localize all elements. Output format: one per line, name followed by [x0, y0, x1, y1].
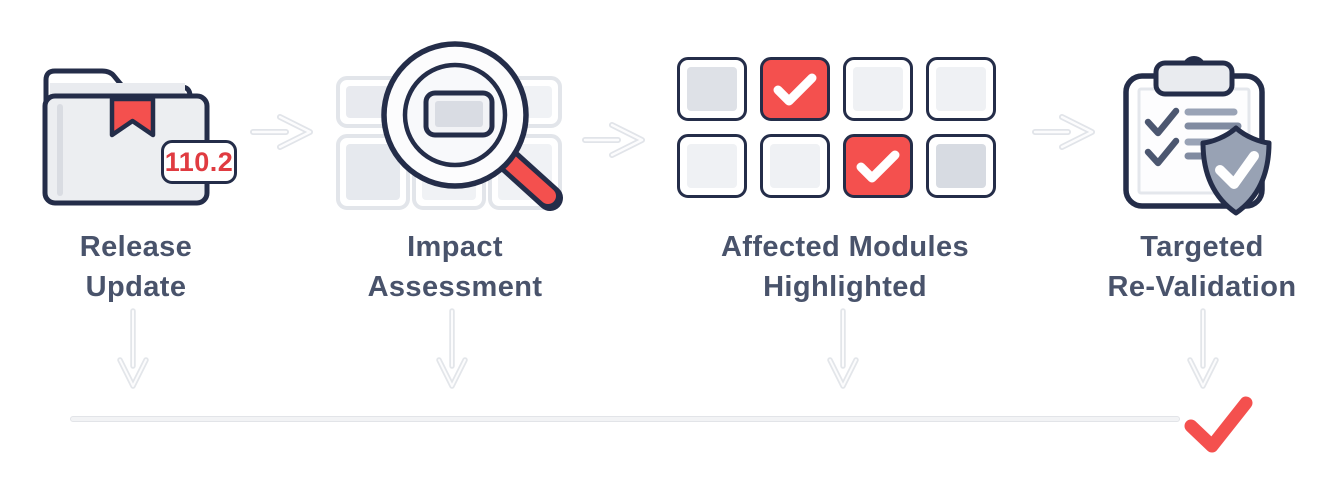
stage-label-line: Affected Modules: [720, 231, 970, 263]
bookmark-ribbon-icon: [109, 96, 156, 138]
clipboard-shield-icon: [1123, 56, 1272, 216]
folder-release-icon: [42, 68, 210, 206]
stage-label-line: Targeted: [1140, 231, 1264, 263]
checklist-check-icon: [1144, 107, 1180, 137]
timeline-line: [70, 416, 1180, 422]
module-tile-content: [770, 144, 820, 188]
module-tile-content: [936, 144, 986, 188]
module-tile: [926, 134, 996, 198]
module-tile-content: [687, 144, 737, 188]
stage-label-line: Re-Validation: [1107, 271, 1297, 303]
module-tile: [760, 134, 830, 198]
down-arrow-icon: [1187, 308, 1219, 389]
stage-label-line: Release: [79, 231, 193, 263]
down-arrow-icon: [827, 308, 859, 389]
flow-arrow-icon: [250, 114, 313, 150]
stage-label-impact-assessment: Impact Assessment: [285, 227, 625, 307]
module-tile-content: [936, 67, 986, 111]
module-tile: [677, 57, 747, 121]
stage-label-line: Assessment: [367, 271, 543, 303]
stage-label-affected-modules: Affected Modules Highlighted: [675, 227, 1015, 307]
stage-label-release-update: Release Update: [0, 227, 306, 307]
flow-arrow-icon: [582, 122, 645, 158]
down-arrow-icon: [117, 308, 149, 389]
flow-arrow-icon: [1032, 114, 1095, 150]
module-tile: [677, 134, 747, 198]
module-tile-content: [853, 67, 903, 111]
magnifier-icon: [381, 41, 563, 211]
module-tile: [843, 57, 913, 121]
version-badge: 110.2: [161, 140, 237, 184]
check-icon: [856, 150, 900, 183]
stage-label-targeted-revalidation: Targeted Re-Validation: [1032, 227, 1335, 307]
module-tile: [760, 57, 830, 121]
check-icon: [773, 73, 817, 106]
stage-label-line: Highlighted: [763, 271, 927, 303]
modules-grid-icon: [677, 57, 996, 198]
module-tile: [843, 134, 913, 198]
stage-label-line: Update: [85, 271, 187, 303]
stage-label-line: Impact: [407, 231, 503, 263]
shield-check-icon: [1200, 125, 1272, 216]
module-tile-content: [687, 67, 737, 111]
grid-magnifier-icon: [336, 41, 563, 211]
down-arrow-icon: [436, 308, 468, 389]
final-check-icon: [1184, 396, 1253, 453]
module-tile: [926, 57, 996, 121]
checklist-check-icon: [1144, 137, 1180, 167]
